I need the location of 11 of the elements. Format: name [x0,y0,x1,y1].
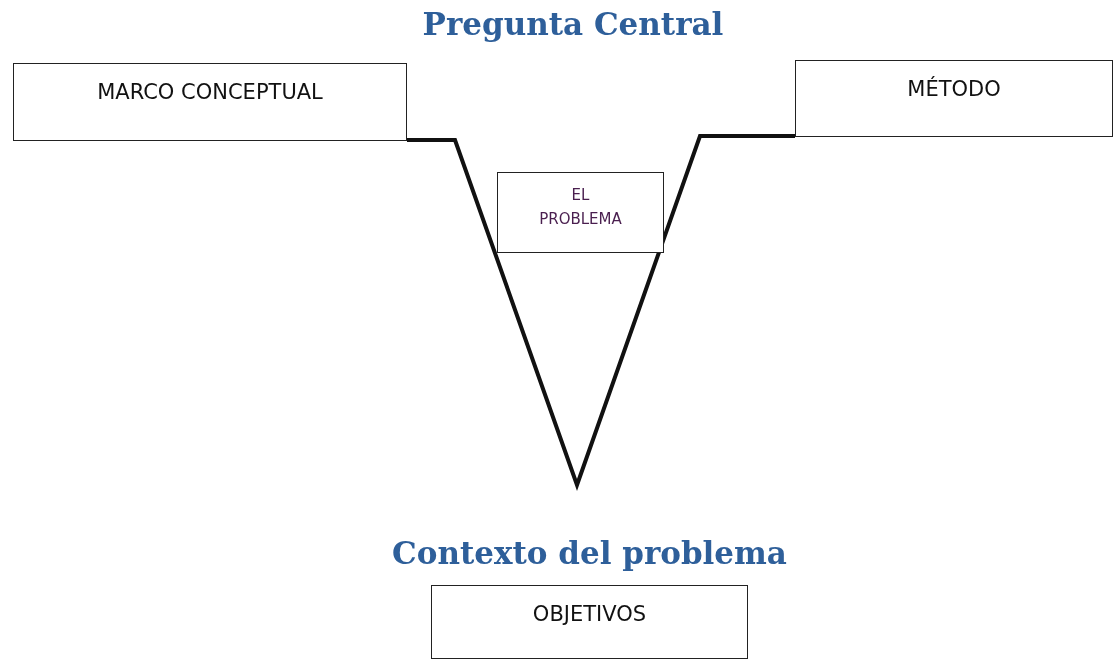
box-label: OBJETIVOS [532,602,647,626]
title: Pregunta Central [422,6,724,42]
text-box [13,63,407,141]
v-line [407,134,795,491]
text-box [795,60,1113,137]
text-box [431,585,748,659]
text-box [497,172,664,253]
box-label: EL PROBLEMA [538,185,623,230]
box-label: MÉTODO [907,77,1001,101]
section-heading: Contexto del problema [392,535,787,571]
box-label: MARCO CONCEPTUAL [97,80,323,104]
